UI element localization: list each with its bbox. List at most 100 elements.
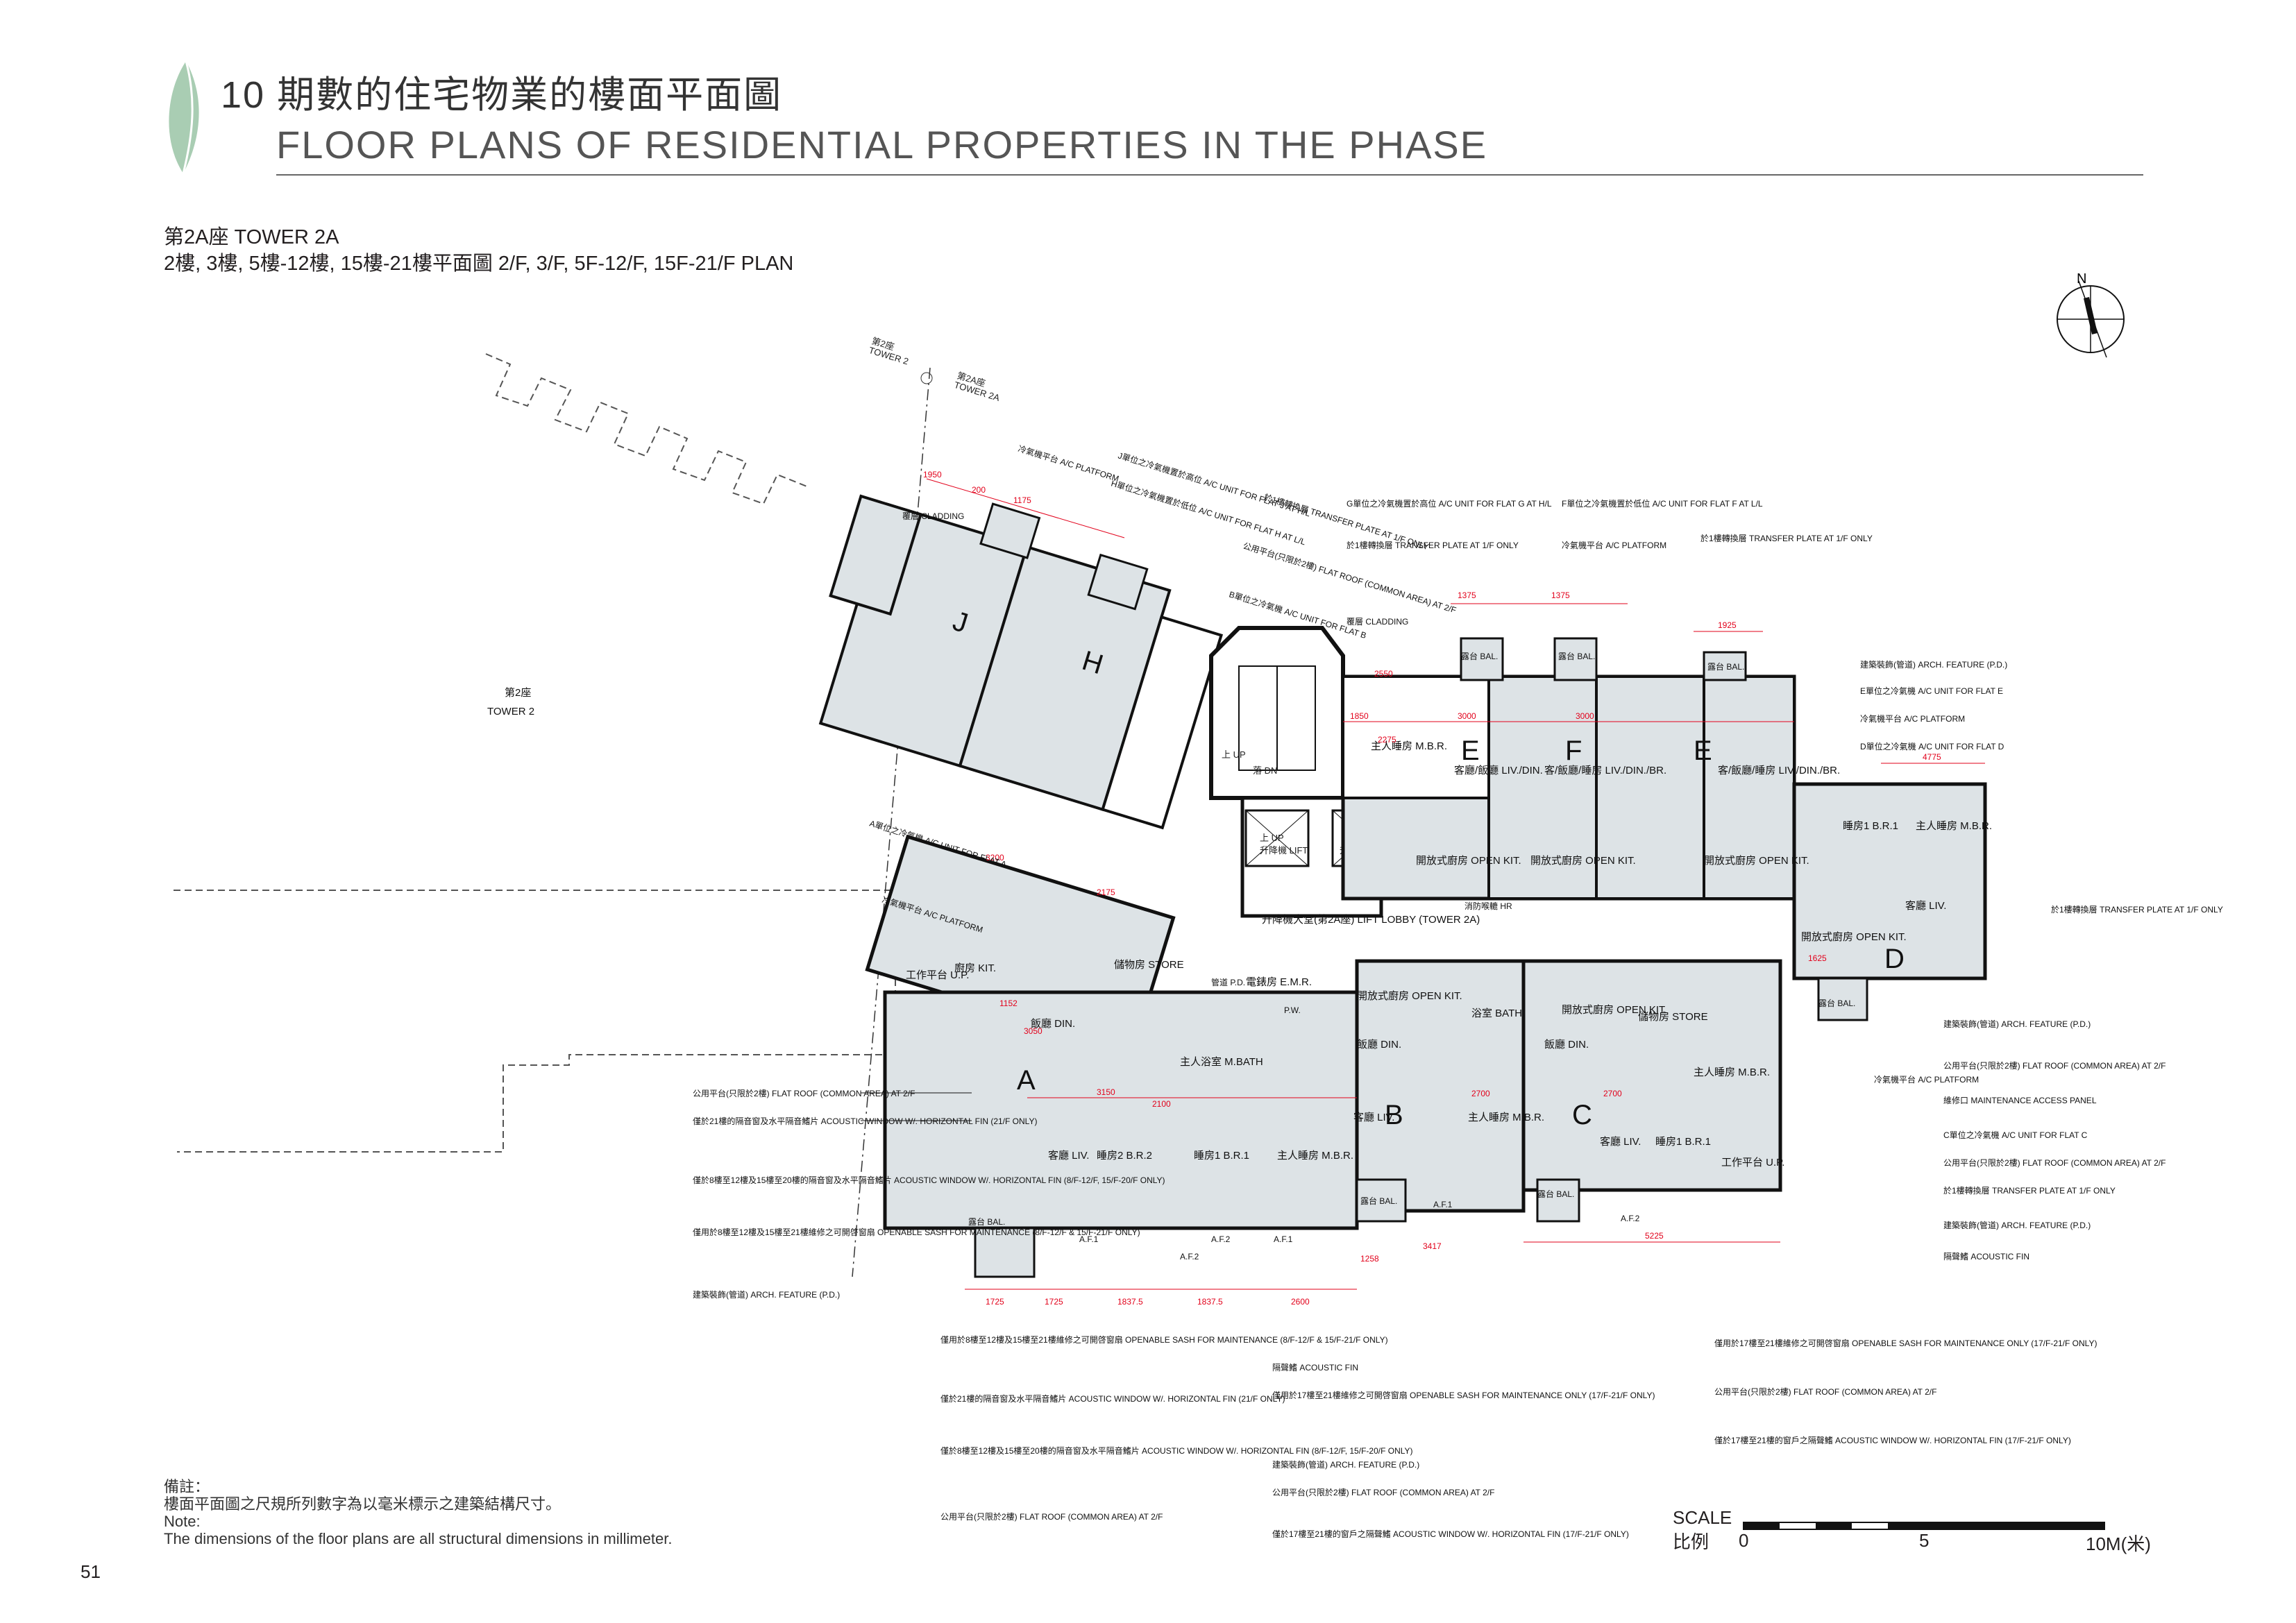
room-label-mbath-a: 主人浴室 M.BATH	[1180, 1056, 1263, 1068]
tower2-tag: 第2座TOWER 2	[868, 336, 913, 367]
tower2-label-en: TOWER 2	[487, 706, 534, 717]
dim-2100: 2100	[1152, 1099, 1171, 1109]
callout-acoustic-21-bottom: 僅於21樓的隔音窗及水平隔音鰭片 ACOUSTIC WINDOW W/. HOR…	[940, 1393, 1285, 1404]
dim-3417: 3417	[1423, 1241, 1442, 1251]
callout-flat-roof-right: 公用平台(只限於2樓) FLAT ROOF (COMMON AREA) AT 2…	[1943, 1060, 2166, 1071]
dim-1258: 1258	[1360, 1254, 1379, 1264]
room-label-liv-b: 客廳 LIV.	[1353, 1111, 1394, 1123]
room-labels: 主人睡房 M.B.R. 客廳/飯廳 LIV./DIN. 客/飯廳/睡房 LIV.…	[906, 740, 1992, 1169]
callout-flat-roof-bottom-3: 公用平台(只限於2樓) FLAT ROOF (COMMON AREA) AT 2…	[1714, 1386, 1936, 1397]
callout-openable-left: 僅用於8樓至12樓及15樓至21樓維修之可開啓窗扇 OPENABLE SASH …	[693, 1227, 1140, 1237]
callout-transfer-right: 於1樓轉換層 TRANSFER PLATE AT 1/F ONLY	[2051, 904, 2223, 915]
page-title-en: FLOOR PLANS OF RESIDENTIAL PROPERTIES IN…	[276, 123, 1488, 167]
callout-ac-platform-f: 冷氣機平台 A/C PLATFORM	[1562, 540, 1666, 550]
flat-e-area	[1703, 675, 1796, 900]
flat-c-area	[1521, 959, 1782, 1192]
room-label-livdinbr-e: 客/飯廳/睡房 LIV./DIN./BR.	[1718, 764, 1840, 776]
bal-label-b: 露台 BAL.	[1360, 1196, 1397, 1206]
dim-1725: 1725	[986, 1297, 1004, 1307]
dim-3050: 3050	[1024, 1026, 1043, 1036]
room-label-br1-a: 睡房1 B.R.1	[1194, 1150, 1249, 1162]
flat-d: D	[1792, 782, 1987, 1021]
dim-1725b: 1725	[1045, 1297, 1063, 1307]
room-label-up-c: 工作平台 U.P.	[1721, 1157, 1784, 1169]
room-label-mbr-g: 主人睡房 M.B.R.	[1371, 740, 1447, 752]
room-label-livdin-g: 客廳/飯廳 LIV./DIN.	[1454, 764, 1543, 776]
flat-label-b: B	[1385, 1100, 1403, 1130]
room-label-store-a: 儲物房 STORE	[1114, 959, 1184, 971]
dim-1375b: 1375	[1551, 590, 1570, 600]
dim-200: 200	[972, 485, 986, 495]
left-callouts: 公用平台(只限於2樓) FLAT ROOF (COMMON AREA) AT 2…	[693, 1088, 1165, 1300]
east-block: E F E	[1341, 637, 1796, 901]
dim-5225: 5225	[1645, 1231, 1664, 1241]
bal-label-a: 露台 BAL.	[968, 1216, 1005, 1227]
pd-label: 管道 P.D.	[1211, 977, 1245, 987]
floor-heading: 2樓, 3樓, 5樓-12樓, 15樓-21樓平面圖 2/F, 3/F, 5F-…	[164, 253, 794, 275]
callout-maint-panel: 維修口 MAINTENANCE ACCESS PANEL	[1943, 1095, 2097, 1105]
tower2-outline	[174, 353, 896, 1153]
dim-1625: 1625	[1808, 953, 1827, 963]
flat-label-c: C	[1572, 1100, 1592, 1130]
bottom-callouts: 僅用於8樓至12樓及15樓至21樓維修之可開啓窗扇 OPENABLE SASH …	[940, 1252, 2097, 1539]
callout-flat-roof-bottom-2: 公用平台(只限於2樓) FLAT ROOF (COMMON AREA) AT 2…	[1272, 1487, 1494, 1497]
leaf-logo-icon	[169, 60, 199, 174]
dim-1925: 1925	[1718, 620, 1737, 630]
dimension-strings: 1950 200 1175 1375 1375 1850 3000 3000 1…	[923, 470, 1985, 1307]
callout-arch-right-1: 建築裝飾(管道) ARCH. FEATURE (P.D.)	[1860, 659, 2007, 670]
callout-transfer-right-2: 於1樓轉換層 TRANSFER PLATE AT 1/F ONLY	[1943, 1185, 2116, 1196]
tower-heading: 第2A座 TOWER 2A	[164, 226, 339, 248]
callout-acoustic-8-12-left: 僅於8樓至12樓及15樓至20樓的隔音窗及水平隔音鰭片 ACOUSTIC WIN…	[693, 1175, 1165, 1185]
dim-2550: 2550	[1374, 669, 1393, 679]
bal-label-f: 露台 BAL.	[1558, 651, 1595, 661]
stair-dn-label: 落 DN	[1253, 765, 1277, 776]
callout-ac-e: E單位之冷氣機 A/C UNIT FOR FLAT E	[1860, 686, 2003, 696]
dim-1950: 1950	[923, 470, 942, 479]
page-number: 51	[81, 1561, 101, 1582]
room-label-liv-c: 客廳 LIV.	[1600, 1135, 1641, 1148]
room-label-br1-c: 睡房1 B.R.1	[1655, 1136, 1711, 1148]
af1-label-b: A.F.1	[1433, 1200, 1453, 1209]
room-label-openkit-e: 開放式廚房 OPEN KIT.	[1704, 854, 1809, 867]
callout-acoustic-fin-right: 隔聲鰭 ACOUSTIC FIN	[1943, 1251, 2029, 1261]
dim-2600: 2600	[1291, 1297, 1310, 1307]
callout-arch-bottom: 建築裝飾(管道) ARCH. FEATURE (P.D.)	[1272, 1459, 1419, 1470]
room-label-mbr-b: 主人睡房 M.B.R.	[1468, 1112, 1544, 1123]
callout-arch-right-3: 建築裝飾(管道) ARCH. FEATURE (P.D.)	[1943, 1220, 2091, 1230]
flat-label-a: A	[1017, 1065, 1036, 1096]
room-label-din-a: 飯廳 DIN.	[1031, 1017, 1075, 1030]
callout-transfer-e: 於1樓轉換層 TRANSFER PLATE AT 1/F ONLY	[1700, 533, 1873, 543]
callout-openable-bottom: 僅用於8樓至12樓及15樓至21樓維修之可開啓窗扇 OPENABLE SASH …	[940, 1334, 1388, 1345]
bal-label-e: 露台 BAL.	[1707, 661, 1744, 672]
room-label-br2-a: 睡房2 B.R.2	[1097, 1150, 1152, 1162]
stair-core: 上 UP 落 DN	[1209, 626, 1345, 800]
scale-tick-5: 5	[1919, 1530, 1930, 1551]
callout-ac-c: C單位之冷氣機 A/C UNIT FOR FLAT C	[1943, 1130, 2088, 1140]
note-body-cn: 樓面平面圖之尺規所列數字為以毫米標示之建築結構尺寸。	[164, 1495, 562, 1513]
north-label: N	[2077, 271, 2086, 287]
dim-1850: 1850	[1350, 711, 1369, 721]
callout-arch-left: 建築裝飾(管道) ARCH. FEATURE (P.D.)	[693, 1289, 840, 1300]
hr-label: 消防喉轆 HR	[1464, 901, 1512, 911]
room-label-liv-d: 客廳 LIV.	[1905, 899, 1946, 912]
dim-1837: 1837.5	[1117, 1297, 1143, 1307]
right-callouts: 建築裝飾(管道) ARCH. FEATURE (P.D.) E單位之冷氣機 A/…	[1860, 659, 2223, 1261]
dim-2700: 2700	[1471, 1089, 1490, 1098]
west-block: J H	[818, 494, 1224, 830]
lift-label-a: 升降機 LIFT	[1260, 845, 1308, 856]
room-label-openkit-c: 開放式廚房 OPEN KIT.	[1562, 1003, 1667, 1016]
scale-tick-0: 0	[1739, 1530, 1749, 1551]
flat-g-area	[1487, 675, 1598, 900]
callout-ac-platform-right: 冷氣機平台 A/C PLATFORM	[1860, 713, 1965, 724]
callout-ac-g: G單位之冷氣機置於高位 A/C UNIT FOR FLAT G AT H/L	[1347, 498, 1552, 509]
note-heading-en: Note:	[164, 1513, 201, 1530]
callout-acoustic-fin-bottom: 隔聲鰭 ACOUSTIC FIN	[1272, 1362, 1358, 1373]
lift-1-label: 上 UP	[1260, 833, 1284, 843]
callout-flat-roof-right-2: 公用平台(只限於2樓) FLAT ROOF (COMMON AREA) AT 2…	[1943, 1157, 2166, 1168]
room-label-emr: 電錶房 E.M.R.	[1246, 976, 1312, 988]
bal-label-g: 露台 BAL.	[1461, 651, 1498, 661]
dim-2275: 2275	[1378, 735, 1396, 745]
bal-label-d: 露台 BAL.	[1818, 998, 1855, 1008]
callout-ac-f: F單位之冷氣機置於低位 A/C UNIT FOR FLAT F AT L/L	[1562, 498, 1763, 509]
flat-b-area	[1355, 959, 1526, 1213]
